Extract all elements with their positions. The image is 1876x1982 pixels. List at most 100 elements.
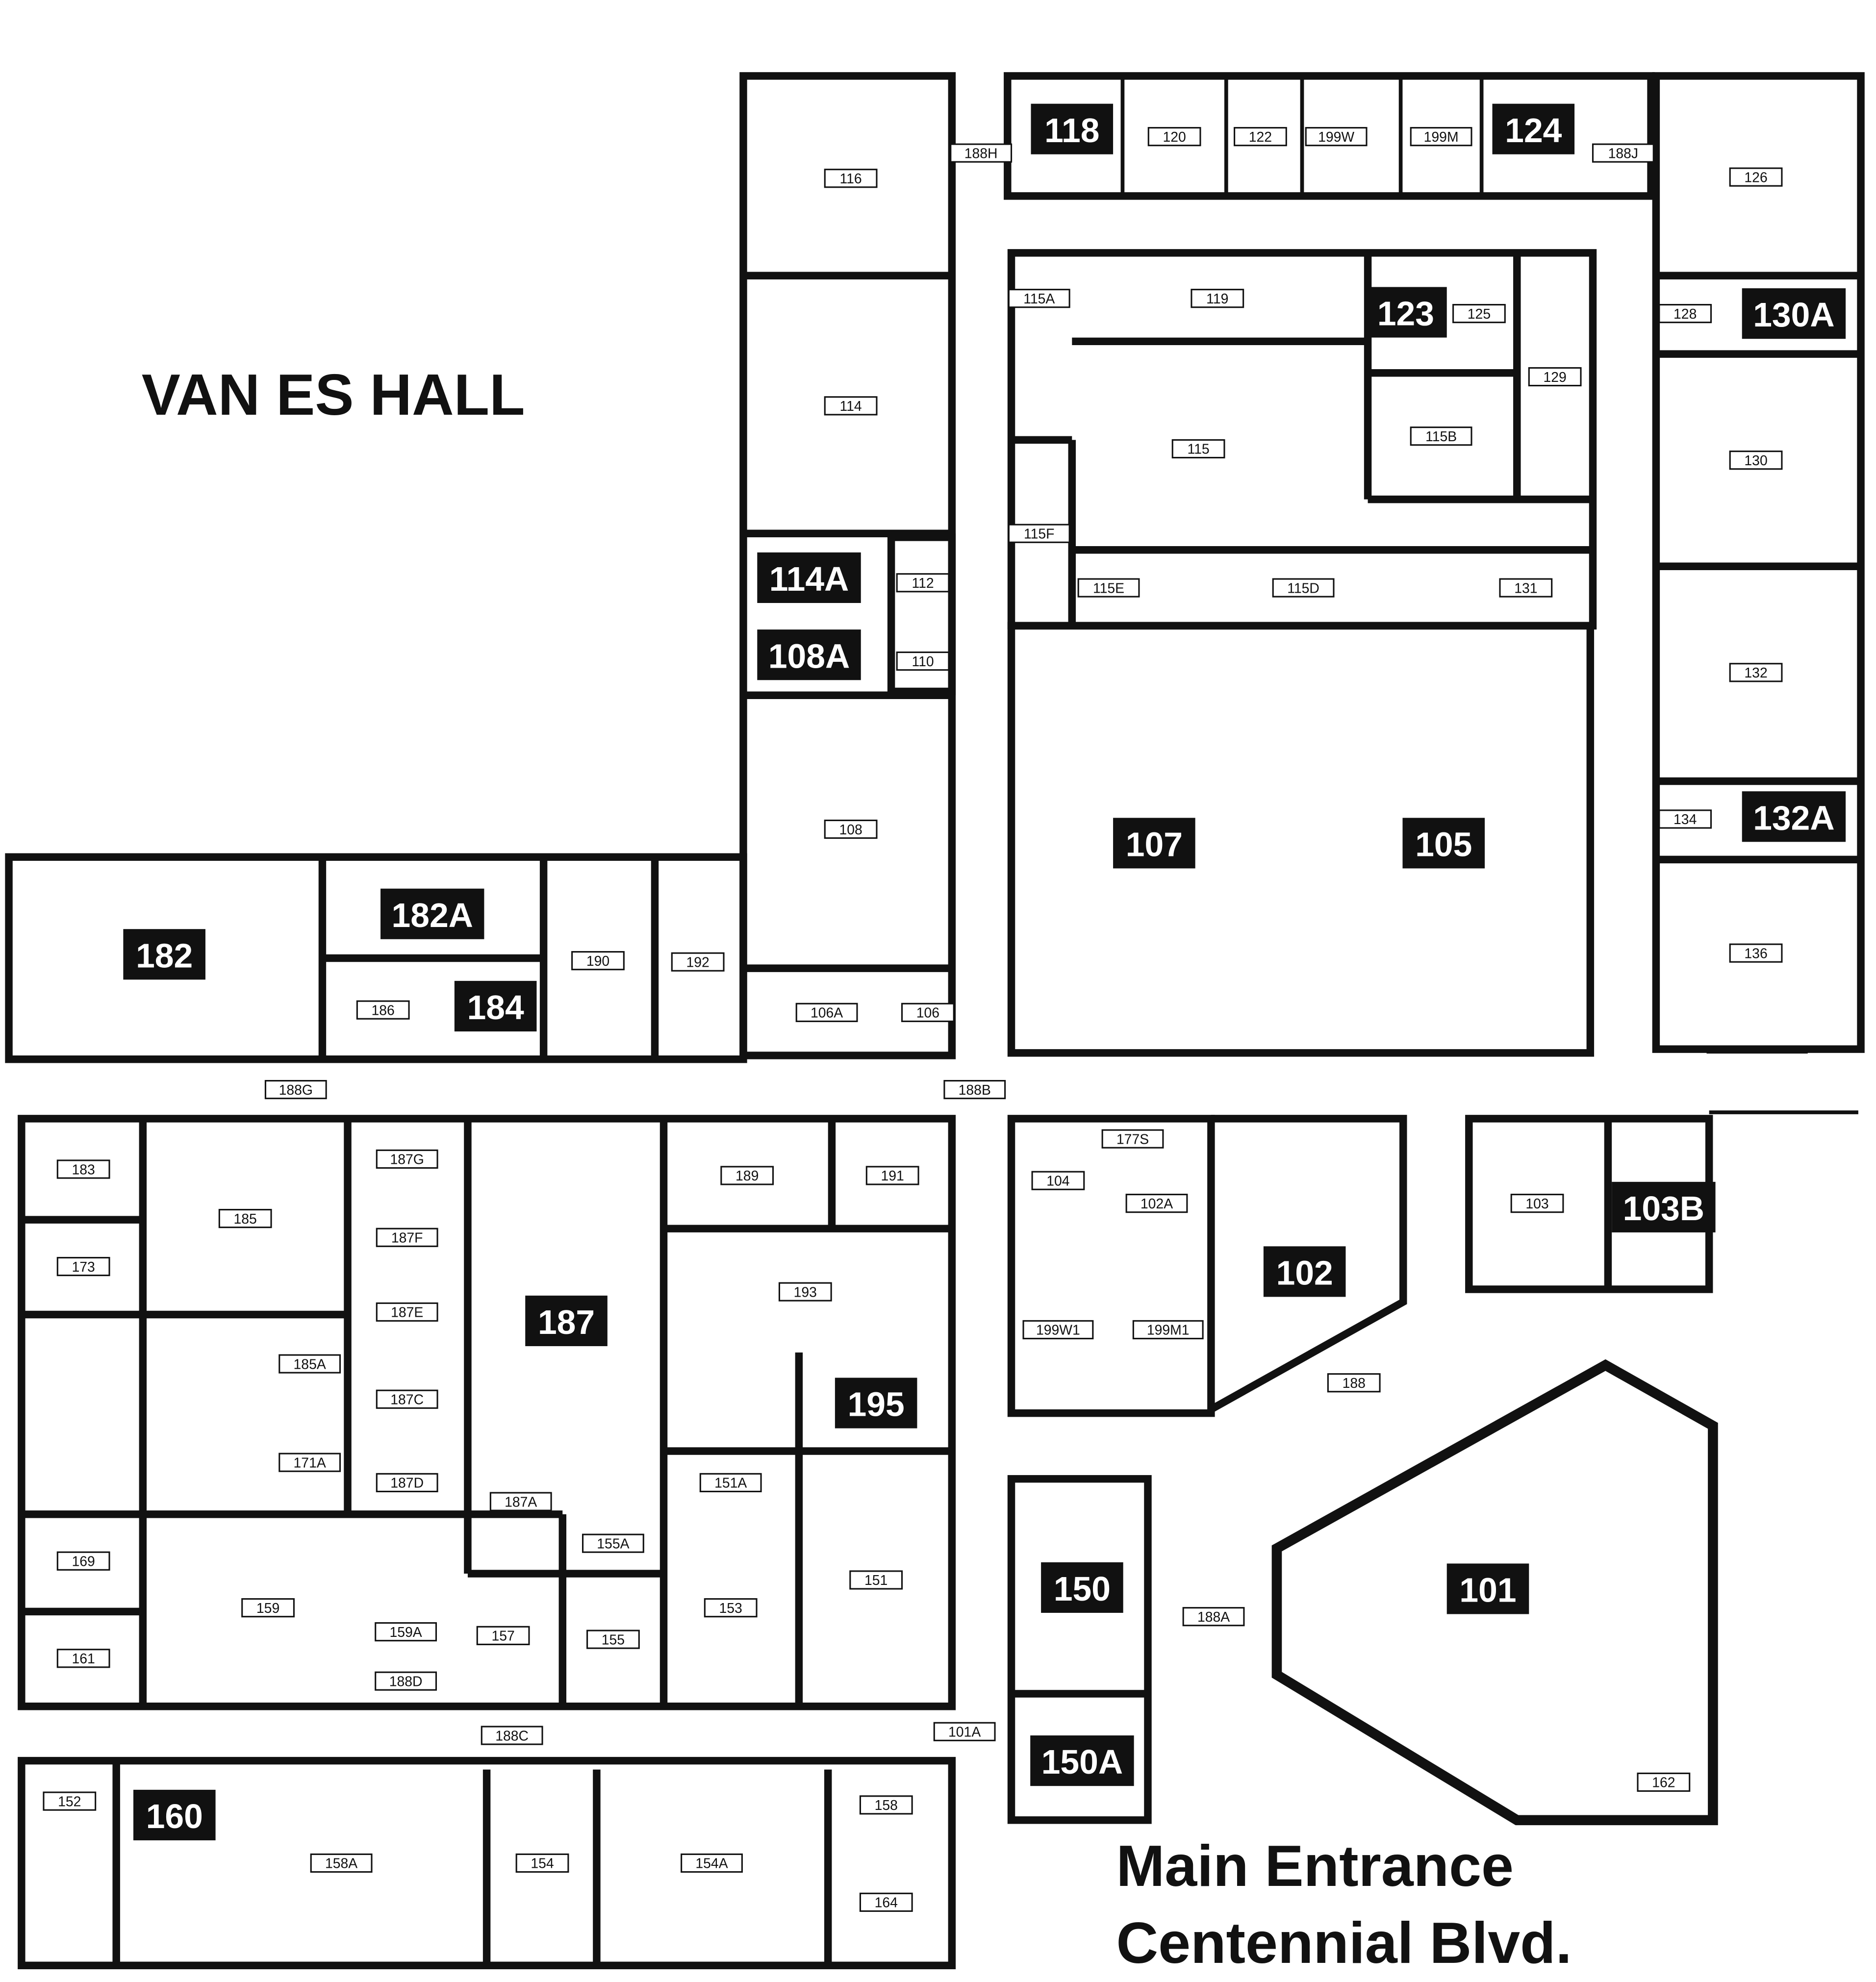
room-154a: 154A xyxy=(681,1853,743,1873)
room-number: 187E xyxy=(391,1305,423,1321)
room-107: 107 xyxy=(1113,818,1195,869)
room-122: 122 xyxy=(1234,127,1287,147)
room-199w: 199W xyxy=(1305,127,1368,147)
room-number: 164 xyxy=(875,1895,898,1911)
room-number: 132A xyxy=(1753,799,1834,837)
room-184: 184 xyxy=(454,980,537,1032)
room-102: 102 xyxy=(1263,1246,1346,1297)
room-number: 158A xyxy=(325,1856,357,1872)
room-number: 184 xyxy=(467,988,524,1027)
room-number: 155A xyxy=(597,1536,629,1552)
room-label-box xyxy=(1410,427,1472,446)
room-label-box xyxy=(1729,943,1783,963)
room-label-box xyxy=(896,652,950,671)
room-number: 154 xyxy=(531,1856,554,1872)
room-label-box xyxy=(1658,809,1712,829)
room-number: 199W1 xyxy=(1036,1323,1080,1338)
room-number: 131 xyxy=(1514,580,1537,596)
room-number: 150 xyxy=(1054,1570,1111,1608)
room-label-box xyxy=(1729,663,1783,682)
room-162: 162 xyxy=(1637,1772,1691,1792)
room-191: 191 xyxy=(865,1166,919,1185)
room-152: 152 xyxy=(43,1791,97,1811)
room-189: 189 xyxy=(720,1166,774,1185)
room-label-box xyxy=(681,1853,743,1873)
room-number: 189 xyxy=(735,1168,759,1184)
room-188b: 188B xyxy=(943,1080,1006,1100)
room-label-box xyxy=(835,1378,917,1429)
room-label-box xyxy=(1446,1563,1529,1614)
room-label-box xyxy=(1272,578,1335,598)
room-115: 115 xyxy=(1171,439,1225,459)
room-186: 186 xyxy=(356,1000,410,1020)
room-label-box xyxy=(571,951,625,971)
room-label-box xyxy=(241,1598,295,1618)
room-187c: 187C xyxy=(376,1389,438,1409)
room-label-box xyxy=(859,1795,913,1815)
room-number: 199M1 xyxy=(1147,1323,1190,1338)
room-188a: 188A xyxy=(1182,1607,1245,1627)
room-115d: 115D xyxy=(1272,578,1335,598)
room-label-box xyxy=(375,1671,437,1691)
room-173: 173 xyxy=(56,1256,110,1277)
room-103b: 103B xyxy=(1612,1181,1716,1232)
room-119: 119 xyxy=(1191,289,1244,308)
room-label-box xyxy=(1263,1246,1346,1297)
room-label-box xyxy=(586,1630,640,1649)
room-105: 105 xyxy=(1402,818,1485,869)
room-number: 108A xyxy=(768,637,850,675)
room-number: 158 xyxy=(875,1798,898,1813)
room-label-box xyxy=(356,1000,410,1020)
room-187a: 187A xyxy=(489,1492,552,1511)
room-label-box xyxy=(1637,1772,1691,1792)
room-label-box xyxy=(1077,578,1140,598)
room-label-box xyxy=(950,143,1013,163)
room-199m: 199M xyxy=(1410,127,1472,147)
room-label-box xyxy=(1729,167,1783,187)
room-label-box xyxy=(481,1726,543,1745)
room-label-box xyxy=(1499,578,1553,598)
room-123: 123 xyxy=(1365,287,1447,338)
room-177s: 177S xyxy=(1101,1129,1164,1149)
room-number: 187F xyxy=(391,1230,423,1246)
room-label-box xyxy=(264,1080,327,1100)
room-number: 185 xyxy=(234,1211,257,1227)
room-label-box xyxy=(1008,524,1070,543)
room-label-box xyxy=(1022,1320,1094,1340)
room-label-box xyxy=(1132,1320,1204,1340)
room-192: 192 xyxy=(671,952,725,972)
room-number: 169 xyxy=(72,1554,95,1570)
room-190: 190 xyxy=(571,951,625,971)
room-number: 188 xyxy=(1343,1376,1366,1391)
room-number: 155 xyxy=(602,1632,625,1648)
room-159: 159 xyxy=(241,1598,295,1618)
room-number: 187C xyxy=(390,1392,424,1408)
room-number: 115E xyxy=(1093,580,1124,596)
room-label-box xyxy=(824,819,878,839)
room-number: 122 xyxy=(1249,129,1272,145)
room-label-box xyxy=(1305,127,1368,147)
room-label-box xyxy=(1171,439,1225,459)
room-187g: 187G xyxy=(376,1149,438,1169)
room-188: 188 xyxy=(1327,1373,1381,1393)
room-label-box xyxy=(1147,127,1201,147)
room-number: 188A xyxy=(1197,1609,1230,1625)
room-number: 173 xyxy=(72,1259,95,1275)
room-number: 151 xyxy=(864,1573,887,1588)
room-label-box xyxy=(515,1853,569,1873)
room-label-box xyxy=(1658,304,1712,324)
room-number: 188H xyxy=(964,146,998,161)
room-150: 150 xyxy=(1041,1562,1123,1613)
room-number: 108 xyxy=(839,822,862,838)
room-185a: 185A xyxy=(279,1354,341,1374)
room-number: 118 xyxy=(1044,111,1099,150)
room-label-box xyxy=(1452,304,1506,324)
room-number: 159 xyxy=(256,1601,279,1616)
room-161: 161 xyxy=(56,1649,110,1668)
room-label-box xyxy=(1592,143,1654,163)
room-label-box xyxy=(757,629,861,680)
room-label-box xyxy=(56,1256,110,1277)
room-159a: 159A xyxy=(375,1622,437,1642)
